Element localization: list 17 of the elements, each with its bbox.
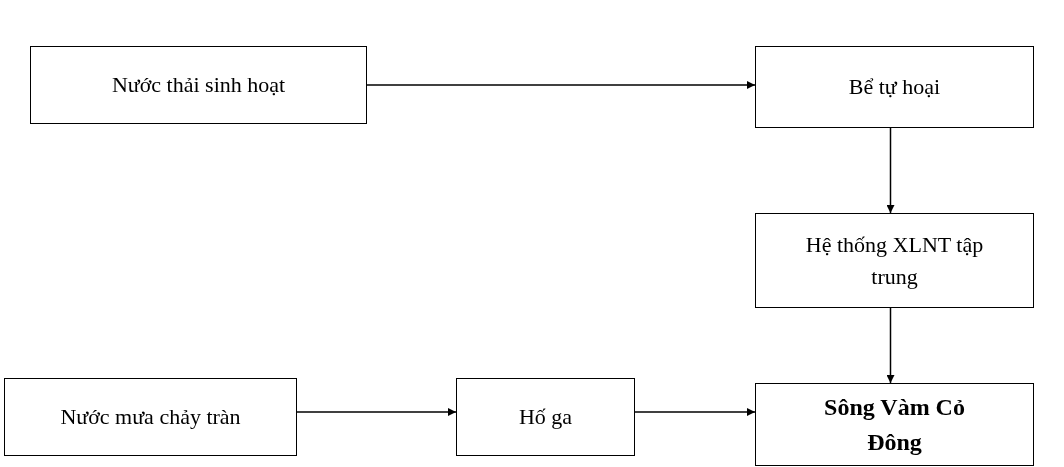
arrow bbox=[634, 408, 756, 416]
box-label: Bể tự hoại bbox=[848, 73, 941, 102]
arrow bbox=[366, 81, 756, 89]
arrow bbox=[886, 127, 895, 214]
box-label: Hố ga bbox=[518, 403, 573, 432]
process-box bbox=[755, 213, 1034, 308]
box-label: Hệ thống XLNT tập trung bbox=[804, 230, 985, 291]
box-label: Sông Vàm Cỏ Đông bbox=[823, 392, 966, 457]
process-box bbox=[456, 378, 635, 456]
arrow bbox=[296, 408, 457, 416]
process-box bbox=[30, 46, 367, 124]
process-box bbox=[755, 46, 1034, 128]
arrow bbox=[886, 307, 895, 384]
process-box bbox=[755, 383, 1034, 466]
process-box bbox=[4, 378, 297, 456]
box-label: Nước thải sinh hoạt bbox=[111, 71, 286, 100]
box-label: Nước mưa chảy tràn bbox=[60, 403, 241, 432]
